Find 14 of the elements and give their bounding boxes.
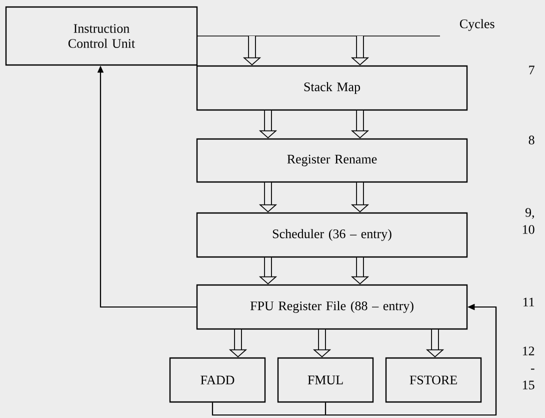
cycle-number: 11 [523,298,534,306]
cycle-number: 12 - 15 [522,346,534,390]
cycle-number: 9, 10 [522,208,534,234]
unit-box: Instruction Control Unit [5,6,198,66]
column-heading: Cycles [460,19,494,31]
function-unit-box: FSTORE [385,357,482,403]
function-unit-box: FADD [169,357,266,403]
stage-box: Stack Map [196,65,468,111]
stage-box: FPU Register File (88 – entry) [196,284,468,330]
function-unit-box: FMUL [277,357,374,403]
cycle-number: 7 [529,66,534,74]
stage-box: Scheduler (36 – entry) [196,212,468,258]
cycle-number: 8 [528,136,534,144]
stage-box: Register Rename [196,138,468,183]
